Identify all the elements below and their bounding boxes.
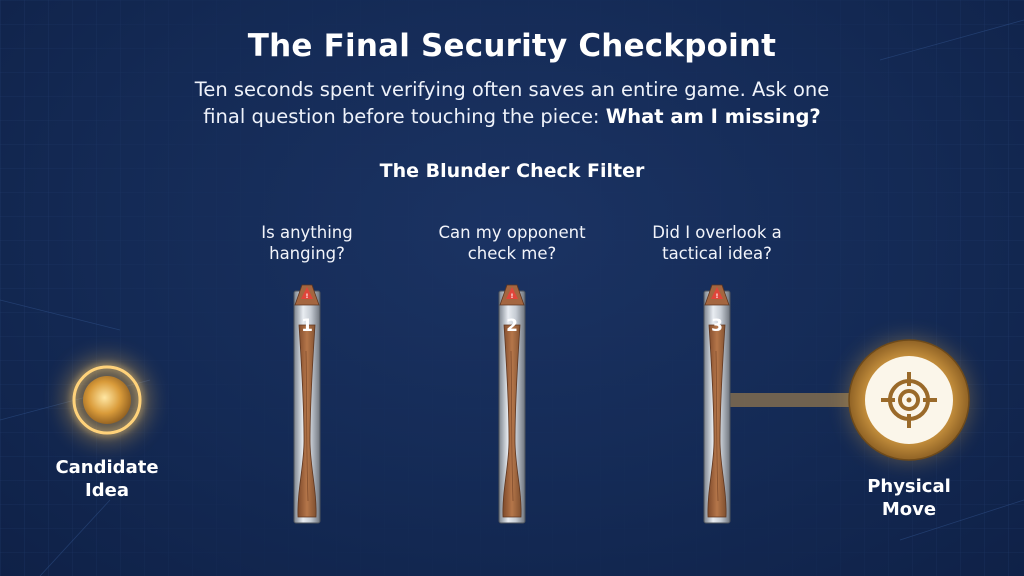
crosshair-target-icon <box>881 372 937 428</box>
warning-icon <box>301 287 313 299</box>
solid-path-fill <box>730 393 856 407</box>
svg-text:!: ! <box>716 293 719 300</box>
physical-move-label: Physical Move <box>829 475 989 521</box>
checkpoint-1-number: 1 <box>301 316 313 336</box>
checkpoint-1-question-line-1: Is anything <box>261 223 353 242</box>
glowing-orb-icon <box>83 376 131 424</box>
checkpoint-2-question-line-1: Can my opponent <box>438 223 586 242</box>
subtitle-line-2: final question before touching the piece… <box>203 105 606 128</box>
physical-move-label-line-2: Move <box>881 499 937 520</box>
page-title: The Final Security Checkpoint <box>247 28 777 64</box>
checkpoint-3-question-line-1: Did I overlook a <box>652 223 782 242</box>
candidate-idea-label: Candidate Idea <box>27 456 187 502</box>
svg-text:!: ! <box>511 293 514 300</box>
checkpoint-1-question: Is anything hanging? <box>207 222 407 264</box>
orb-ring <box>72 365 142 435</box>
checkpoint-2-question-line-2: check me? <box>467 244 557 263</box>
checkpoint-2-post: ! <box>498 284 526 524</box>
checkpoint-2-question: Can my opponent check me? <box>412 222 612 264</box>
warning-icon <box>506 287 518 299</box>
checkpoint-3-number: 3 <box>711 316 723 336</box>
subtitle: Ten seconds spent verifying often saves … <box>112 76 912 130</box>
checkpoint-3-question: Did I overlook a tactical idea? <box>617 222 817 264</box>
checkpoint-3-question-line-2: tactical idea? <box>662 244 772 263</box>
subtitle-line-1: Ten seconds spent verifying often saves … <box>194 78 830 101</box>
checkpoint-1-question-line-2: hanging? <box>269 244 345 263</box>
checkpoint-2-number: 2 <box>506 316 518 336</box>
subtitle-emphasis: What am I missing? <box>605 105 821 128</box>
filter-title: The Blunder Check Filter <box>379 160 645 182</box>
candidate-idea-label-line-1: Candidate <box>55 457 159 478</box>
warning-icon <box>711 287 723 299</box>
physical-move-label-line-1: Physical <box>867 476 951 497</box>
svg-text:!: ! <box>306 293 309 300</box>
candidate-idea-label-line-2: Idea <box>85 480 129 501</box>
checkpoint-3-post: ! <box>703 284 731 524</box>
checkpoint-1-post: ! <box>293 284 321 524</box>
